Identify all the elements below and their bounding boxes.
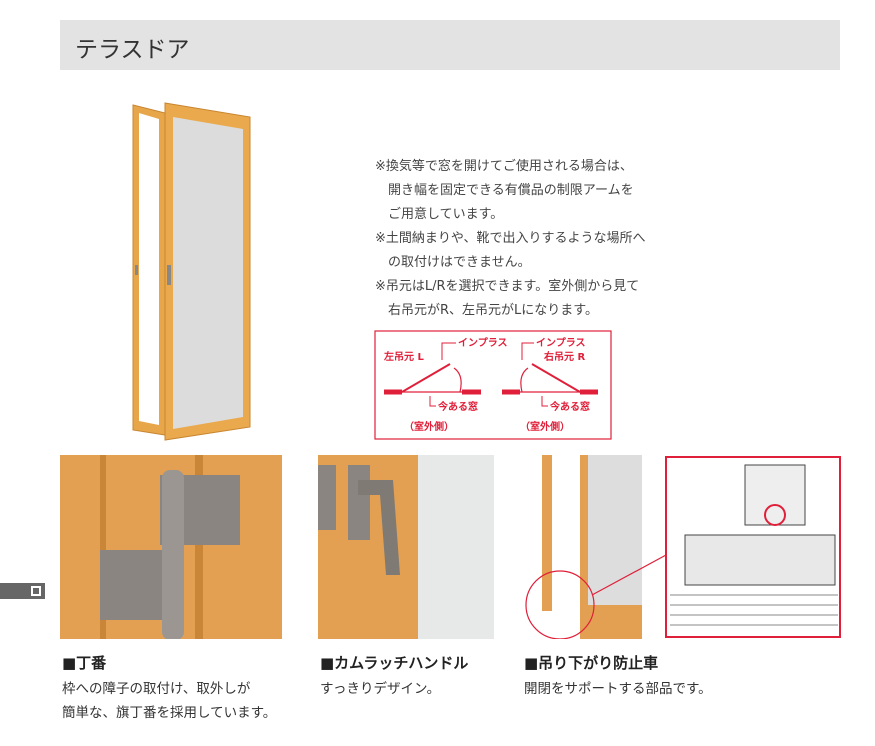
note-line: 開き幅を固定できる有償品の制限アームを xyxy=(388,183,634,198)
feature-desc: すっきりデザイン。 xyxy=(320,681,441,697)
outdoor-side-label: （室外側） xyxy=(404,420,454,433)
feature-title: ■カムラッチハンドル xyxy=(320,654,469,672)
notes: ※換気等で窓を開けてご使用される場合は、 開き幅を固定できる有償品の制限アームを… xyxy=(375,155,646,323)
hinge-photo xyxy=(60,455,282,639)
inplus-label: インプラス xyxy=(458,336,508,349)
feature-handle: ■カムラッチハンドル すっきりデザイン。 xyxy=(320,652,468,701)
note-line: ※土間納まりや、靴で出入りするような場所へ xyxy=(375,231,646,246)
note-line: の取付けはできません。 xyxy=(388,255,531,270)
handle-photo xyxy=(318,455,494,639)
side-tab-button[interactable] xyxy=(0,583,45,599)
feature-hinge: ■丁番 枠への障子の取付け、取外しが 簡単な、旗丁番を採用しています。 xyxy=(62,652,276,725)
existing-window-label: 今ある窓 xyxy=(437,400,478,413)
feature-desc: 簡単な、旗丁番を採用しています。 xyxy=(62,705,277,721)
feature-title: ■丁番 xyxy=(62,654,107,672)
feature-title: ■吊り下がり防止車 xyxy=(524,654,659,672)
right-hinge-label: 右吊元 R xyxy=(543,350,585,363)
anti-drop-roller-photo xyxy=(525,455,841,639)
inplus-label: インプラス xyxy=(536,336,586,349)
note-line: 右吊元がR、左吊元がLになります。 xyxy=(388,303,598,318)
left-hinge-label: 左吊元 L xyxy=(383,350,424,363)
note-line: ※換気等で窓を開けてご使用される場合は、 xyxy=(375,159,633,174)
outdoor-side-label: （室外側） xyxy=(520,420,570,433)
existing-window-label: 今ある窓 xyxy=(549,400,590,413)
square-icon xyxy=(31,586,41,596)
page-title: テラスドア xyxy=(75,37,190,63)
feature-desc: 枠への障子の取付け、取外しが xyxy=(62,681,251,697)
note-line: ご用意しています。 xyxy=(388,207,504,222)
feature-roller: ■吊り下がり防止車 開閉をサポートする部品です。 xyxy=(524,652,712,701)
terrace-door-image xyxy=(132,102,251,441)
section-header: テラスドア xyxy=(60,20,840,70)
hinge-side-diagram: インプラス 左吊元 L 今ある窓 （室外側） インプラス 右吊元 R 今ある窓 … xyxy=(374,330,612,440)
note-line: ※吊元はL/Rを選択できます。室外側から見て xyxy=(375,279,640,294)
feature-desc: 開閉をサポートする部品です。 xyxy=(524,681,712,697)
